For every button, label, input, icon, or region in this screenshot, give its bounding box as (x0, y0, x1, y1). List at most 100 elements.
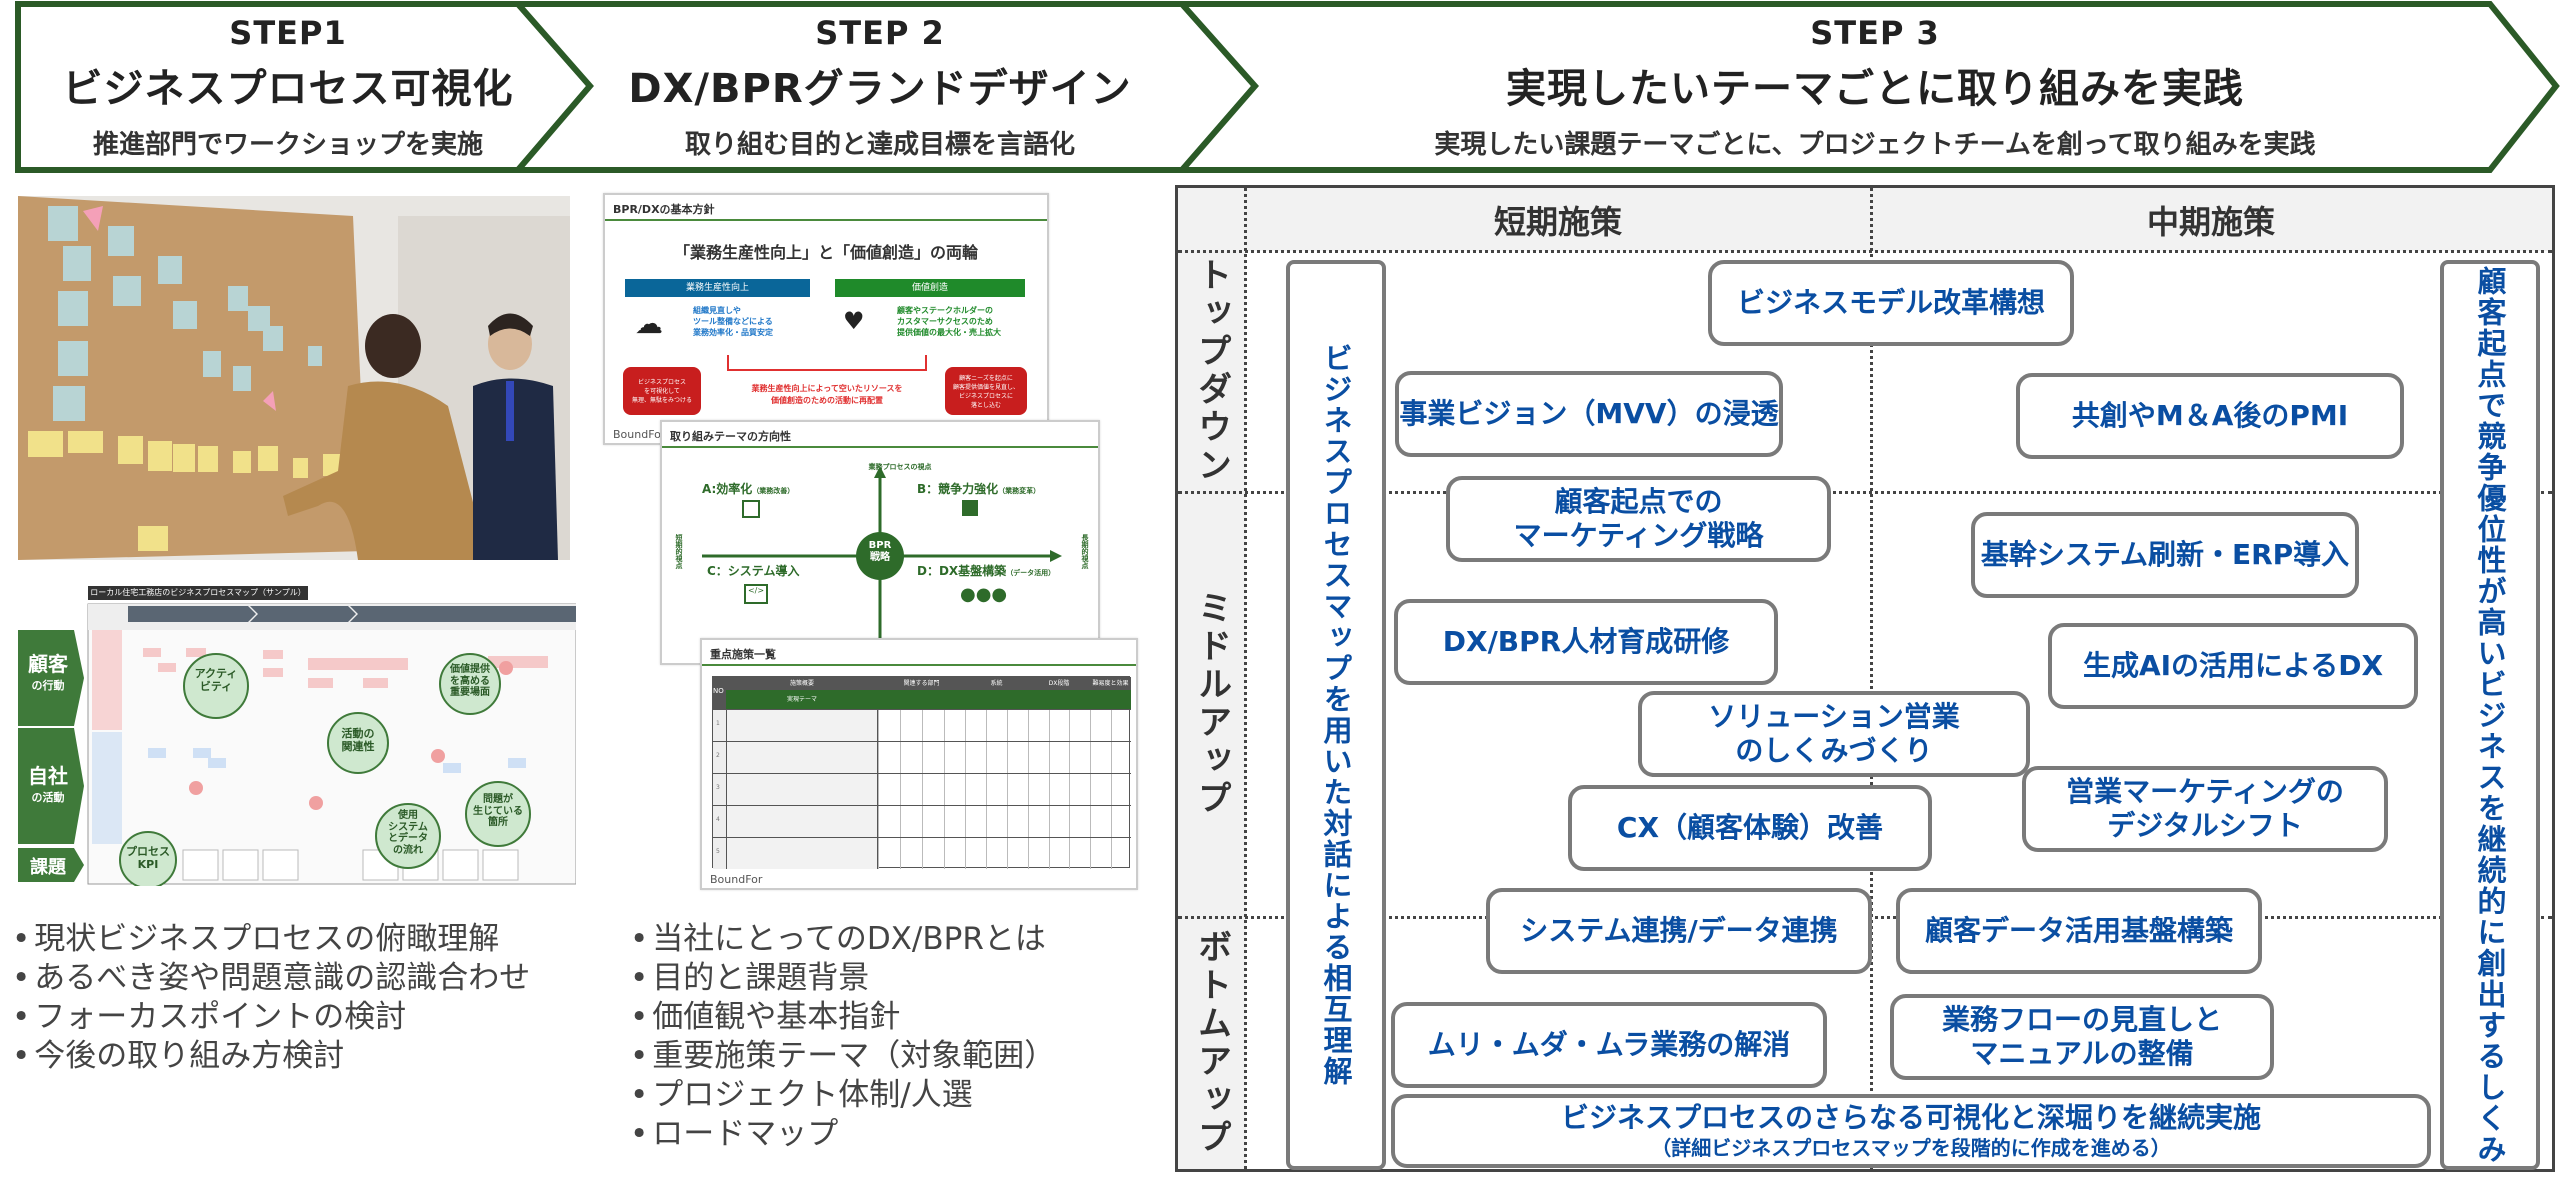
table-cell-divider (900, 774, 901, 805)
process-deepening-note: （詳細ビジネスプロセスマップを段階的に作成を進める） (1651, 1136, 2171, 1160)
quadrant-title: B：競争力強化 (917, 482, 999, 496)
table-row: 2 (713, 741, 1131, 773)
table-row: 5 (713, 837, 1131, 869)
axis-left-label: 短期的視点 (675, 534, 683, 569)
table-cell-divider (965, 742, 966, 773)
table-cell-divider (944, 774, 945, 805)
table-cell-divider (1028, 806, 1029, 837)
initiative-workflow-manual: 業務フローの見直しと マニュアルの整備 (1890, 994, 2274, 1080)
table-cell-divider (986, 774, 987, 805)
callout-left: ビジネスプロセス を可視化して 無理、無駄をみつける (623, 367, 701, 415)
initiative-cx: CX（顧客体験）改善 (1568, 785, 1932, 871)
table-cell-divider (922, 742, 923, 773)
table-cell-divider (922, 838, 923, 869)
table-cell-divider (944, 742, 945, 773)
table-cell-divider (986, 710, 987, 741)
side-label-customer: 顧客 の行動 (18, 648, 78, 693)
matrix-corner (1178, 188, 1246, 251)
initiative-gen-ai: 生成AIの活用によるDX (2048, 623, 2418, 709)
row-theme-cell (726, 838, 878, 869)
workshop-photo-illustration (18, 196, 570, 560)
table-cell-divider (1111, 742, 1112, 773)
bullet-item: プロジェクト体制/人選 (630, 1076, 1055, 1115)
table-sub-header (726, 690, 1131, 709)
workshop-photo (18, 196, 570, 560)
business-process-map: ローカル住宅工務店のビジネスプロセスマップ（サンプル） 顧客 の行動 自社 の活… (18, 578, 577, 889)
table-cell-divider (878, 774, 879, 805)
step2-bullet-list: 当社にとってのDX/BPRとは 目的と課題背景 価値観や基本指針 重要施策テーマ… (630, 920, 1055, 1154)
quadrant-a: A:効率化（業務改善） (702, 480, 794, 497)
step2-text: STEP 2 DX/BPRグランドデザイン 取り組む目的と達成目標を言語化 (560, 14, 1200, 161)
quadrant-title: C：システム導入 (707, 564, 800, 578)
pillar-customer-advantage: 顧客起点で競争優位性が高いビジネスを継続的に創出するしくみ (2440, 260, 2540, 1170)
initiative-matrix: 短期施策 中期施策 トップダウン ミドルアップ ボトムアップ ビジネスプロセスマ… (1175, 185, 2555, 1172)
table-cell-divider (1007, 774, 1008, 805)
initiative-pmi: 共創やM＆A後のPMI (2016, 373, 2404, 459)
step2-title: DX/BPRグランドデザイン (628, 66, 1132, 112)
bullet-item: フォーカスポイントの検討 (12, 998, 530, 1037)
pillar-process-map-dialogue: ビジネスプロセスマップを用いた対話による相互理解 (1286, 260, 1386, 1170)
group-depts: 関連する部門 (903, 680, 940, 687)
side-label-main: 自社 (28, 764, 68, 788)
table-cell-divider (1090, 806, 1091, 837)
divider-term (1870, 188, 1873, 1169)
axis-top-label: 業務プロセスの視点 (868, 463, 932, 471)
slide-footer-logo: BoundFor (613, 428, 666, 441)
step3-subtitle: 実現したい課題テーマごとに、プロジェクトチームを創って取り組みを実践 (1434, 130, 2316, 160)
group-difficulty: 難易度と効果 (1092, 680, 1129, 687)
row-number: 3 (713, 774, 726, 805)
table-cell-divider (900, 838, 901, 869)
table-cell-divider (1007, 742, 1008, 773)
table-cell-divider (1049, 838, 1050, 869)
step1-title: ビジネスプロセス可視化 (62, 66, 514, 112)
side-label-issues: 課題 (30, 857, 66, 878)
table-row: 1 (713, 709, 1131, 741)
process-map-title: ローカル住宅工務店のビジネスプロセスマップ（サンプル） (90, 588, 306, 597)
step1-number: STEP1 (229, 14, 347, 52)
row-theme-cell (726, 710, 878, 741)
banner-chevrons (15, 1, 2560, 173)
group-summary: 施策概要 (789, 680, 814, 687)
cloud-computer-icon: ☁ (635, 307, 663, 340)
table-cell-divider (1111, 838, 1112, 869)
initiative-solution-sales: ソリューション営業 のしくみづくり (1638, 691, 2030, 777)
table-cell-divider (900, 710, 901, 741)
table-cell-divider (1111, 774, 1112, 805)
quadrant-title: D：DX基盤構築 (917, 564, 1007, 578)
code-icon: </> (744, 584, 768, 604)
divider-header (1178, 250, 2552, 253)
table-cell-divider (1049, 710, 1050, 741)
team-icon: ●●● (960, 584, 1008, 605)
bubble-system-data: 使用 システム とデータ の流れ (388, 810, 428, 856)
sub-header-theme: 実現テーマ (786, 696, 817, 703)
people-growth-icon: ♥ (843, 307, 865, 335)
initiative-digital-shift: 営業マーケティングの デジタルシフト (2022, 766, 2388, 852)
initiative-marketing-strategy: 顧客起点での マーケティング戦略 (1446, 476, 1831, 562)
quadrant-c: C：システム導入 (707, 562, 799, 579)
table-cell-divider (878, 742, 879, 773)
table-cell-divider (1007, 806, 1008, 837)
row-label-middle-up: ミドルアップ (1178, 491, 1246, 916)
step3-text: STEP 3 実現したいテーマごとに取り組みを実践 実現したい課題テーマごとに、… (1255, 14, 2495, 161)
table-cell-divider (986, 806, 987, 837)
step1-bullet-list: 現状ビジネスプロセスの俯瞰理解 あるべき姿や問題意識の認識合わせ フォーカスポイ… (12, 920, 530, 1076)
axis-right-label: 長期的視点 (1081, 534, 1089, 569)
row-number: 5 (713, 838, 726, 869)
value-creation-text: 顧客やステークホルダーの カスタマーサクセスのため 提供価値の最大化・売上拡大 (897, 306, 1001, 337)
table-cell-divider (986, 838, 987, 869)
reallocate-text: 業務生産性向上によって空いたリソースを 価値創造のための活動に再配置 (751, 384, 903, 405)
step3-title: 実現したいテーマごとに取り組みを実践 (1506, 66, 2244, 112)
bullet-item: ロードマップ (630, 1115, 1055, 1154)
productivity-text: 組織見直しや ツール整備などによる 業務効率化・品質安定 (693, 306, 773, 337)
table-cell-divider (965, 710, 966, 741)
slide-header: 取り組みテーマの方向性 (662, 422, 1098, 448)
table-cell-divider (922, 710, 923, 741)
column-header-short-term: 短期施策 (1246, 188, 1870, 251)
slide-header: 重点施策一覧 (702, 640, 1136, 666)
table-cell-divider (1007, 838, 1008, 869)
initiative-business-model: ビジネスモデル改革構想 (1708, 260, 2074, 346)
table-cell-divider (1049, 742, 1050, 773)
callout-right: 顧客ニーズを起点に 顧客提供価値を見直し、 ビジネスプロセスに 落とし込む (945, 367, 1027, 415)
initiative-muri-muda-mura: ムリ・ムダ・ムラ業務の解消 (1391, 1002, 1827, 1088)
